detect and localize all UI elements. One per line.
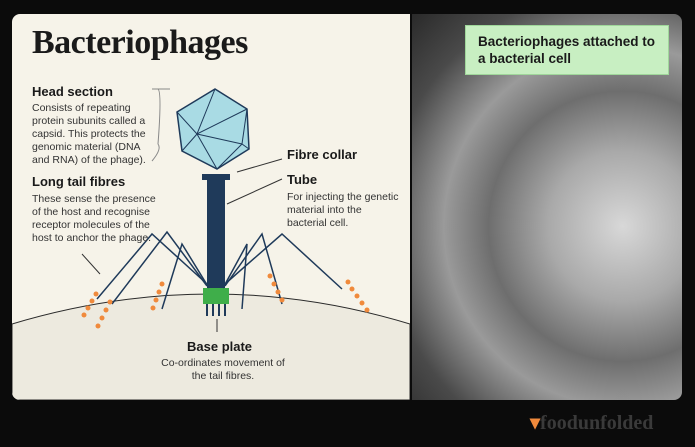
phage-illustration: [12, 88, 410, 400]
tail-fibres-heading: Long tail fibres: [32, 174, 126, 189]
carrot-icon: ▾: [530, 412, 541, 434]
tube-text: For injecting the genetic material into …: [287, 191, 399, 229]
page-title: Bacteriophages: [32, 24, 248, 61]
receptor-dots: [81, 273, 370, 329]
head-section-heading: Head section: [32, 84, 113, 99]
tail-fibres: [96, 230, 343, 310]
capsid-head: [176, 88, 250, 170]
bacterial-cell-surface: [12, 293, 410, 400]
base-plate-text: Co-ordinates movement of the tail fibres…: [161, 357, 285, 382]
capsid-facets: [176, 88, 250, 170]
base-plate-heading: Base plate: [187, 339, 253, 354]
tube-heading: Tube: [287, 172, 318, 187]
diagram-panel: Bacteriophages Head section Consists of …: [12, 14, 410, 400]
tail-tube: [207, 180, 225, 288]
fibre-collar: [202, 174, 230, 180]
logo-text: foodunfolded: [540, 412, 654, 434]
foodunfolded-logo: ▾foodunfolded: [530, 410, 653, 435]
micrograph-photo: Bacteriophages attached to a bacterial c…: [412, 14, 682, 400]
photo-label: Bacteriophages attached to a bacterial c…: [465, 25, 669, 75]
tail-fibres-text: These sense the presence of the host and…: [32, 193, 156, 244]
head-section-text: Consists of repeating protein subunits c…: [32, 102, 146, 166]
head-bracket: [151, 88, 170, 162]
base-plate: [203, 288, 229, 304]
fibre-collar-heading: Fibre collar: [287, 147, 358, 162]
